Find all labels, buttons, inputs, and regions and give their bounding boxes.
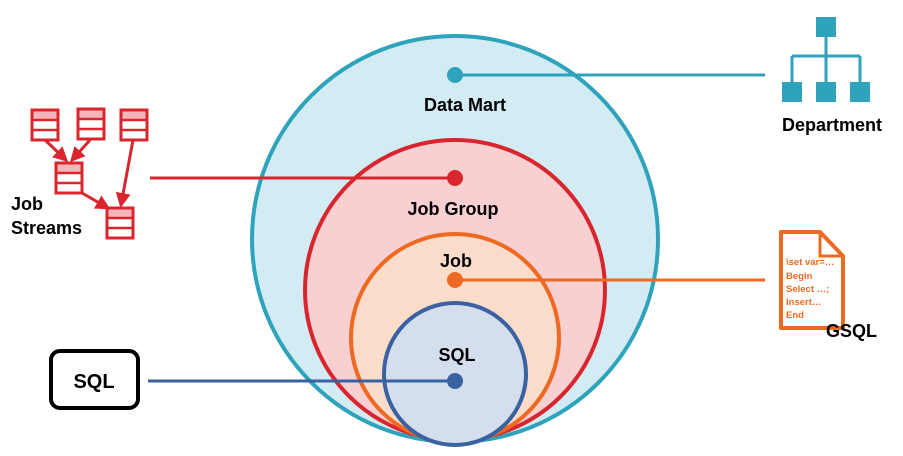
gsql-code-line-5: End <box>786 310 804 321</box>
sql-box-label: SQL <box>73 371 114 393</box>
job-label: Job <box>440 251 472 271</box>
jobgroup-label: Job Group <box>408 199 499 219</box>
sql-dot <box>447 373 463 389</box>
sql-label: SQL <box>438 345 475 365</box>
gsql-label: GSQL <box>826 321 877 341</box>
gsql-code-line-2: Begin <box>786 271 813 282</box>
job-streams-label-line2: Streams <box>11 218 82 238</box>
gsql-code-line-1: \set var=… <box>786 257 834 268</box>
org-chart-icon <box>782 17 870 102</box>
department-label: Department <box>782 115 882 135</box>
datamart-dot <box>447 67 463 83</box>
job-streams-icon <box>30 107 149 240</box>
gsql-code-line-3: Select …; <box>786 284 829 295</box>
script-document-icon: \set var=… Begin Select …; Insert… End <box>779 230 845 330</box>
job-streams-label-line1: Job <box>11 194 43 214</box>
gsql-code-line-4: Insert… <box>786 297 821 308</box>
jobgroup-dot <box>447 170 463 186</box>
job-dot <box>447 272 463 288</box>
sql-box <box>49 349 140 410</box>
datamart-label: Data Mart <box>424 95 506 115</box>
